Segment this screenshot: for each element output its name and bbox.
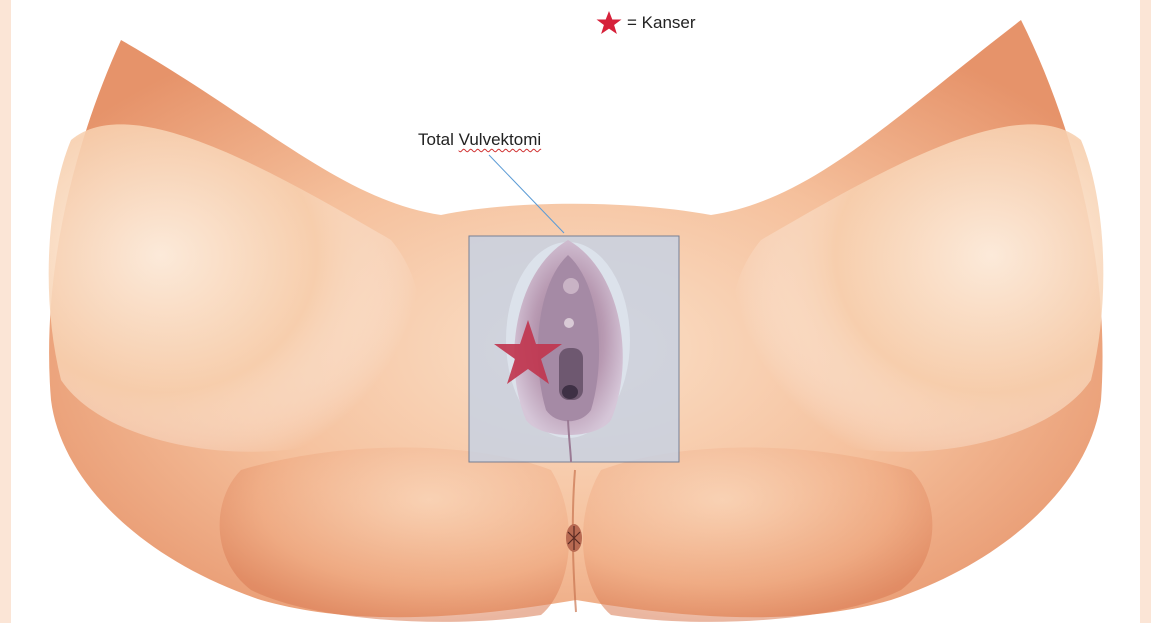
label-word: Vulvektomi <box>459 130 542 149</box>
excision-area <box>469 236 679 462</box>
anus-detail <box>566 524 582 552</box>
legend-text: = Kanser <box>627 13 696 33</box>
legend: = Kanser <box>595 10 696 36</box>
diagram-canvas: = Kanser Total Vulvektomi <box>11 0 1140 623</box>
label-prefix: Total <box>418 130 459 149</box>
star-icon <box>595 10 623 36</box>
anatomy-illustration <box>11 0 1140 623</box>
total-vulvectomy-label: Total Vulvektomi <box>418 130 541 150</box>
